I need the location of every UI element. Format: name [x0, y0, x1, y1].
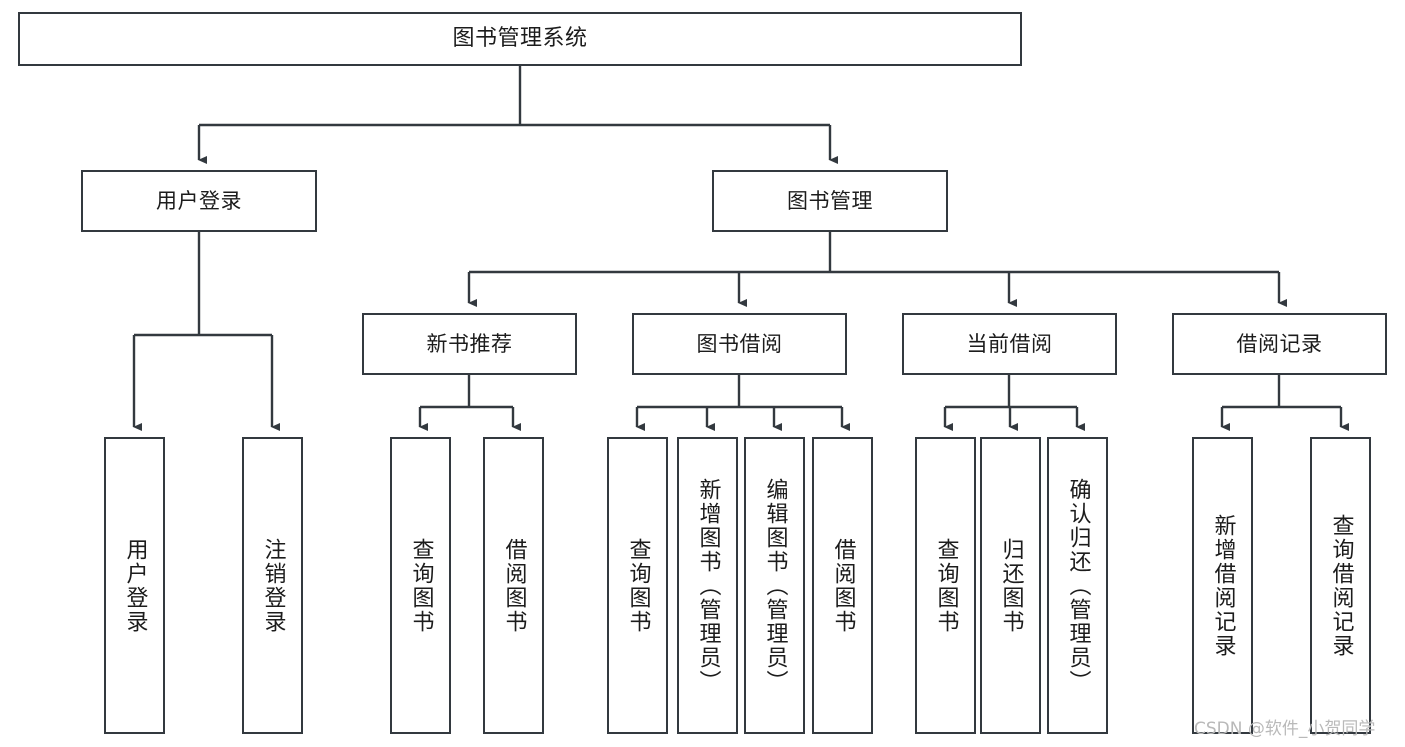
node-label: 查询图书 [933, 537, 959, 634]
node-leaf-borrow-book-2[interactable]: 借阅图书 [812, 437, 873, 734]
node-label: 用户登录 [122, 537, 148, 634]
node-leaf-borrow-book-1[interactable]: 借阅图书 [483, 437, 544, 734]
node-leaf-logout-login[interactable]: 注销登录 [242, 437, 303, 734]
node-current-borrow[interactable]: 当前借阅 [902, 313, 1117, 375]
node-label: 注销登录 [260, 537, 286, 634]
node-label: 图书管理 [787, 188, 873, 213]
node-leaf-query-book-1[interactable]: 查询图书 [390, 437, 451, 734]
node-user-login[interactable]: 用户登录 [81, 170, 317, 232]
node-label: 借阅记录 [1236, 331, 1323, 356]
node-label: 图书借阅 [696, 331, 783, 356]
node-label: 查询借阅记录 [1328, 513, 1354, 658]
node-leaf-add-record[interactable]: 新增借阅记录 [1192, 437, 1253, 734]
node-label: 用户登录 [156, 188, 242, 213]
node-leaf-query-book-2[interactable]: 查询图书 [607, 437, 668, 734]
node-label: 新增图书（管理员） [695, 477, 721, 694]
node-label: 借阅图书 [501, 537, 527, 634]
node-label: 新书推荐 [426, 331, 513, 356]
node-borrow-record[interactable]: 借阅记录 [1172, 313, 1387, 375]
node-label: 确认归还（管理员） [1065, 477, 1091, 694]
node-label: 新增借阅记录 [1210, 513, 1236, 658]
node-label: 查询图书 [408, 537, 434, 634]
node-label: 查询图书 [625, 537, 651, 634]
node-label: 借阅图书 [830, 537, 856, 634]
node-book-manage[interactable]: 图书管理 [712, 170, 948, 232]
node-leaf-add-book[interactable]: 新增图书（管理员） [677, 437, 738, 734]
node-leaf-confirm-return[interactable]: 确认归还（管理员） [1047, 437, 1108, 734]
node-leaf-query-book-3[interactable]: 查询图书 [915, 437, 976, 734]
node-leaf-return-book[interactable]: 归还图书 [980, 437, 1041, 734]
node-book-borrow[interactable]: 图书借阅 [632, 313, 847, 375]
node-leaf-query-record[interactable]: 查询借阅记录 [1310, 437, 1371, 734]
watermark-text: CSDN @软件_小贺同学 [1194, 719, 1376, 739]
node-label: 归还图书 [998, 537, 1024, 634]
node-leaf-user-login[interactable]: 用户登录 [104, 437, 165, 734]
node-label: 编辑图书（管理员） [762, 477, 788, 694]
node-new-book-recommend[interactable]: 新书推荐 [362, 313, 577, 375]
node-leaf-edit-book[interactable]: 编辑图书（管理员） [744, 437, 805, 734]
node-label: 当前借阅 [966, 331, 1053, 356]
node-label: 图书管理系统 [452, 26, 588, 52]
node-book-management-system[interactable]: 图书管理系统 [18, 12, 1022, 66]
